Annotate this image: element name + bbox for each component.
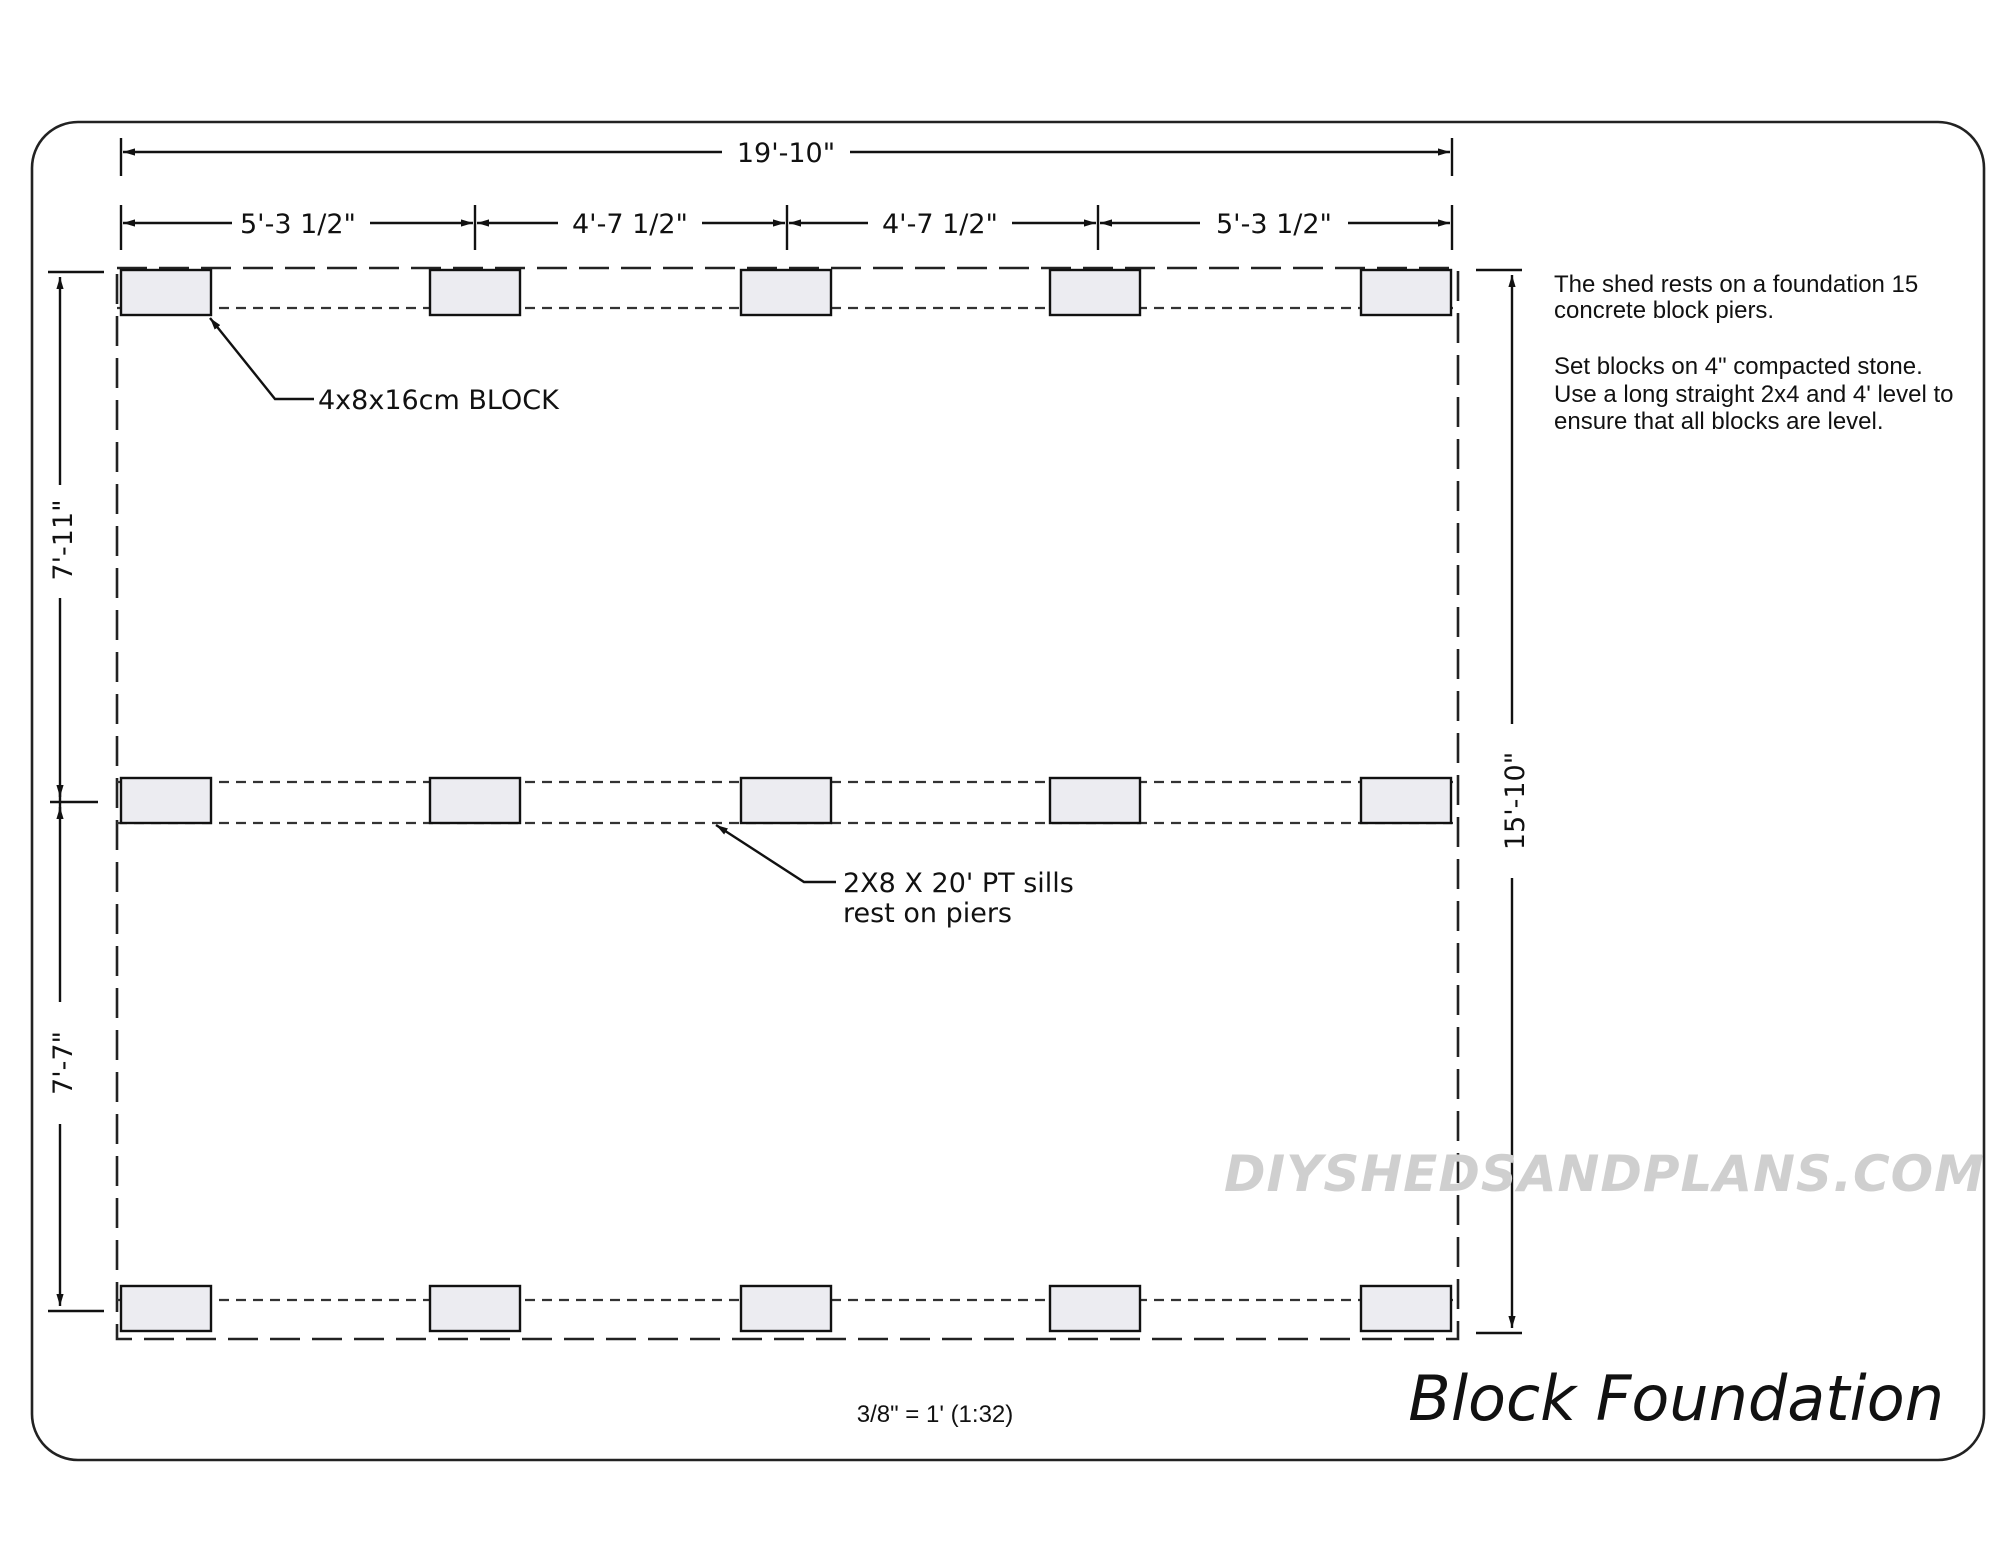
note-line-4: Use a long straight 2x4 and 4' level to	[1554, 381, 1954, 408]
pier-block-r3-c4	[1048, 1284, 1142, 1333]
pier-block-r1-c5	[1359, 268, 1453, 317]
pier-block-r1-c4	[1048, 268, 1142, 317]
pier-block-r1-c1	[119, 268, 213, 317]
sills-callout: 2X8 X 20' PT sills rest on piers	[715, 823, 1074, 929]
left-upper-label: 7'-11"	[48, 499, 79, 580]
pier-block-r2-c5	[1359, 776, 1453, 825]
scale-label: 3/8" = 1' (1:32)	[857, 1401, 1014, 1428]
sills-callout-line2: rest on piers	[843, 898, 1012, 929]
drawing-title: Block Foundation	[1408, 1362, 1944, 1435]
note-line-2: concrete block piers.	[1554, 297, 1774, 324]
pier-block-r3-c1	[119, 1284, 213, 1333]
block-callout-label: 4x8x16cm BLOCK	[318, 385, 560, 416]
left-depth-dimensions: 7'-11" 7'-7"	[48, 270, 104, 1313]
construction-notes: The shed rests on a foundation 15 concre…	[1554, 271, 1954, 435]
overall-width-dimension: 19'-10"	[119, 138, 1454, 176]
segment-2-label: 4'-7 1/2"	[572, 209, 688, 240]
segment-3-label: 4'-7 1/2"	[882, 209, 998, 240]
pier-block-r2-c1	[119, 776, 213, 825]
note-line-1: The shed rests on a foundation 15	[1554, 271, 1918, 298]
pier-block-r2-c4	[1048, 776, 1142, 825]
watermark: DIYSHEDSANDPLANS.COM	[1224, 1145, 1985, 1203]
pier-block-r3-c3	[739, 1284, 833, 1333]
pier-blocks	[119, 268, 1453, 1333]
block-callout: 4x8x16cm BLOCK	[209, 317, 560, 416]
left-lower-label: 7'-7"	[48, 1031, 79, 1095]
sills-callout-line1: 2X8 X 20' PT sills	[843, 868, 1074, 899]
note-line-5: ensure that all blocks are level.	[1554, 408, 1884, 435]
segment-4-label: 5'-3 1/2"	[1216, 209, 1332, 240]
pier-block-r1-c3	[739, 268, 833, 317]
pier-block-r2-c3	[739, 776, 833, 825]
pier-block-r3-c5	[1359, 1284, 1453, 1333]
note-line-3: Set blocks on 4" compacted stone.	[1554, 353, 1923, 380]
shed-outline	[115, 266, 1460, 1341]
pier-block-r2-c2	[428, 776, 522, 825]
segment-1-label: 5'-3 1/2"	[240, 209, 356, 240]
overall-depth-label: 15'-10"	[1500, 752, 1531, 850]
segment-dimensions: 5'-3 1/2" 4'-7 1/2" 4'-7 1/2" 5'-3 1/2"	[119, 205, 1454, 250]
pier-block-r1-c2	[428, 268, 522, 317]
pier-block-r3-c2	[428, 1284, 522, 1333]
overall-width-label: 19'-10"	[737, 138, 835, 169]
drawing-frame	[30, 120, 1986, 1462]
overall-depth-dimension: 15'-10"	[1476, 268, 1531, 1335]
